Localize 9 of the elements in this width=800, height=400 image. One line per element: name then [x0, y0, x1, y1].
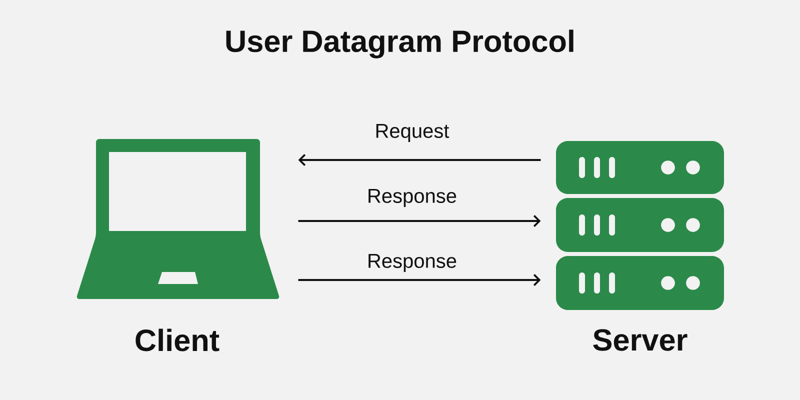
title: User Datagram Protocol: [226, 30, 574, 58]
arrow: [298, 154, 541, 166]
arrow: [298, 274, 541, 286]
node-label: Client: [136, 328, 220, 352]
arrow: [298, 215, 541, 227]
edge-label: Response: [366, 252, 458, 274]
edge-label: Request: [373, 122, 451, 144]
node-label: Server: [593, 329, 688, 351]
edge-label: Response: [366, 188, 458, 208]
